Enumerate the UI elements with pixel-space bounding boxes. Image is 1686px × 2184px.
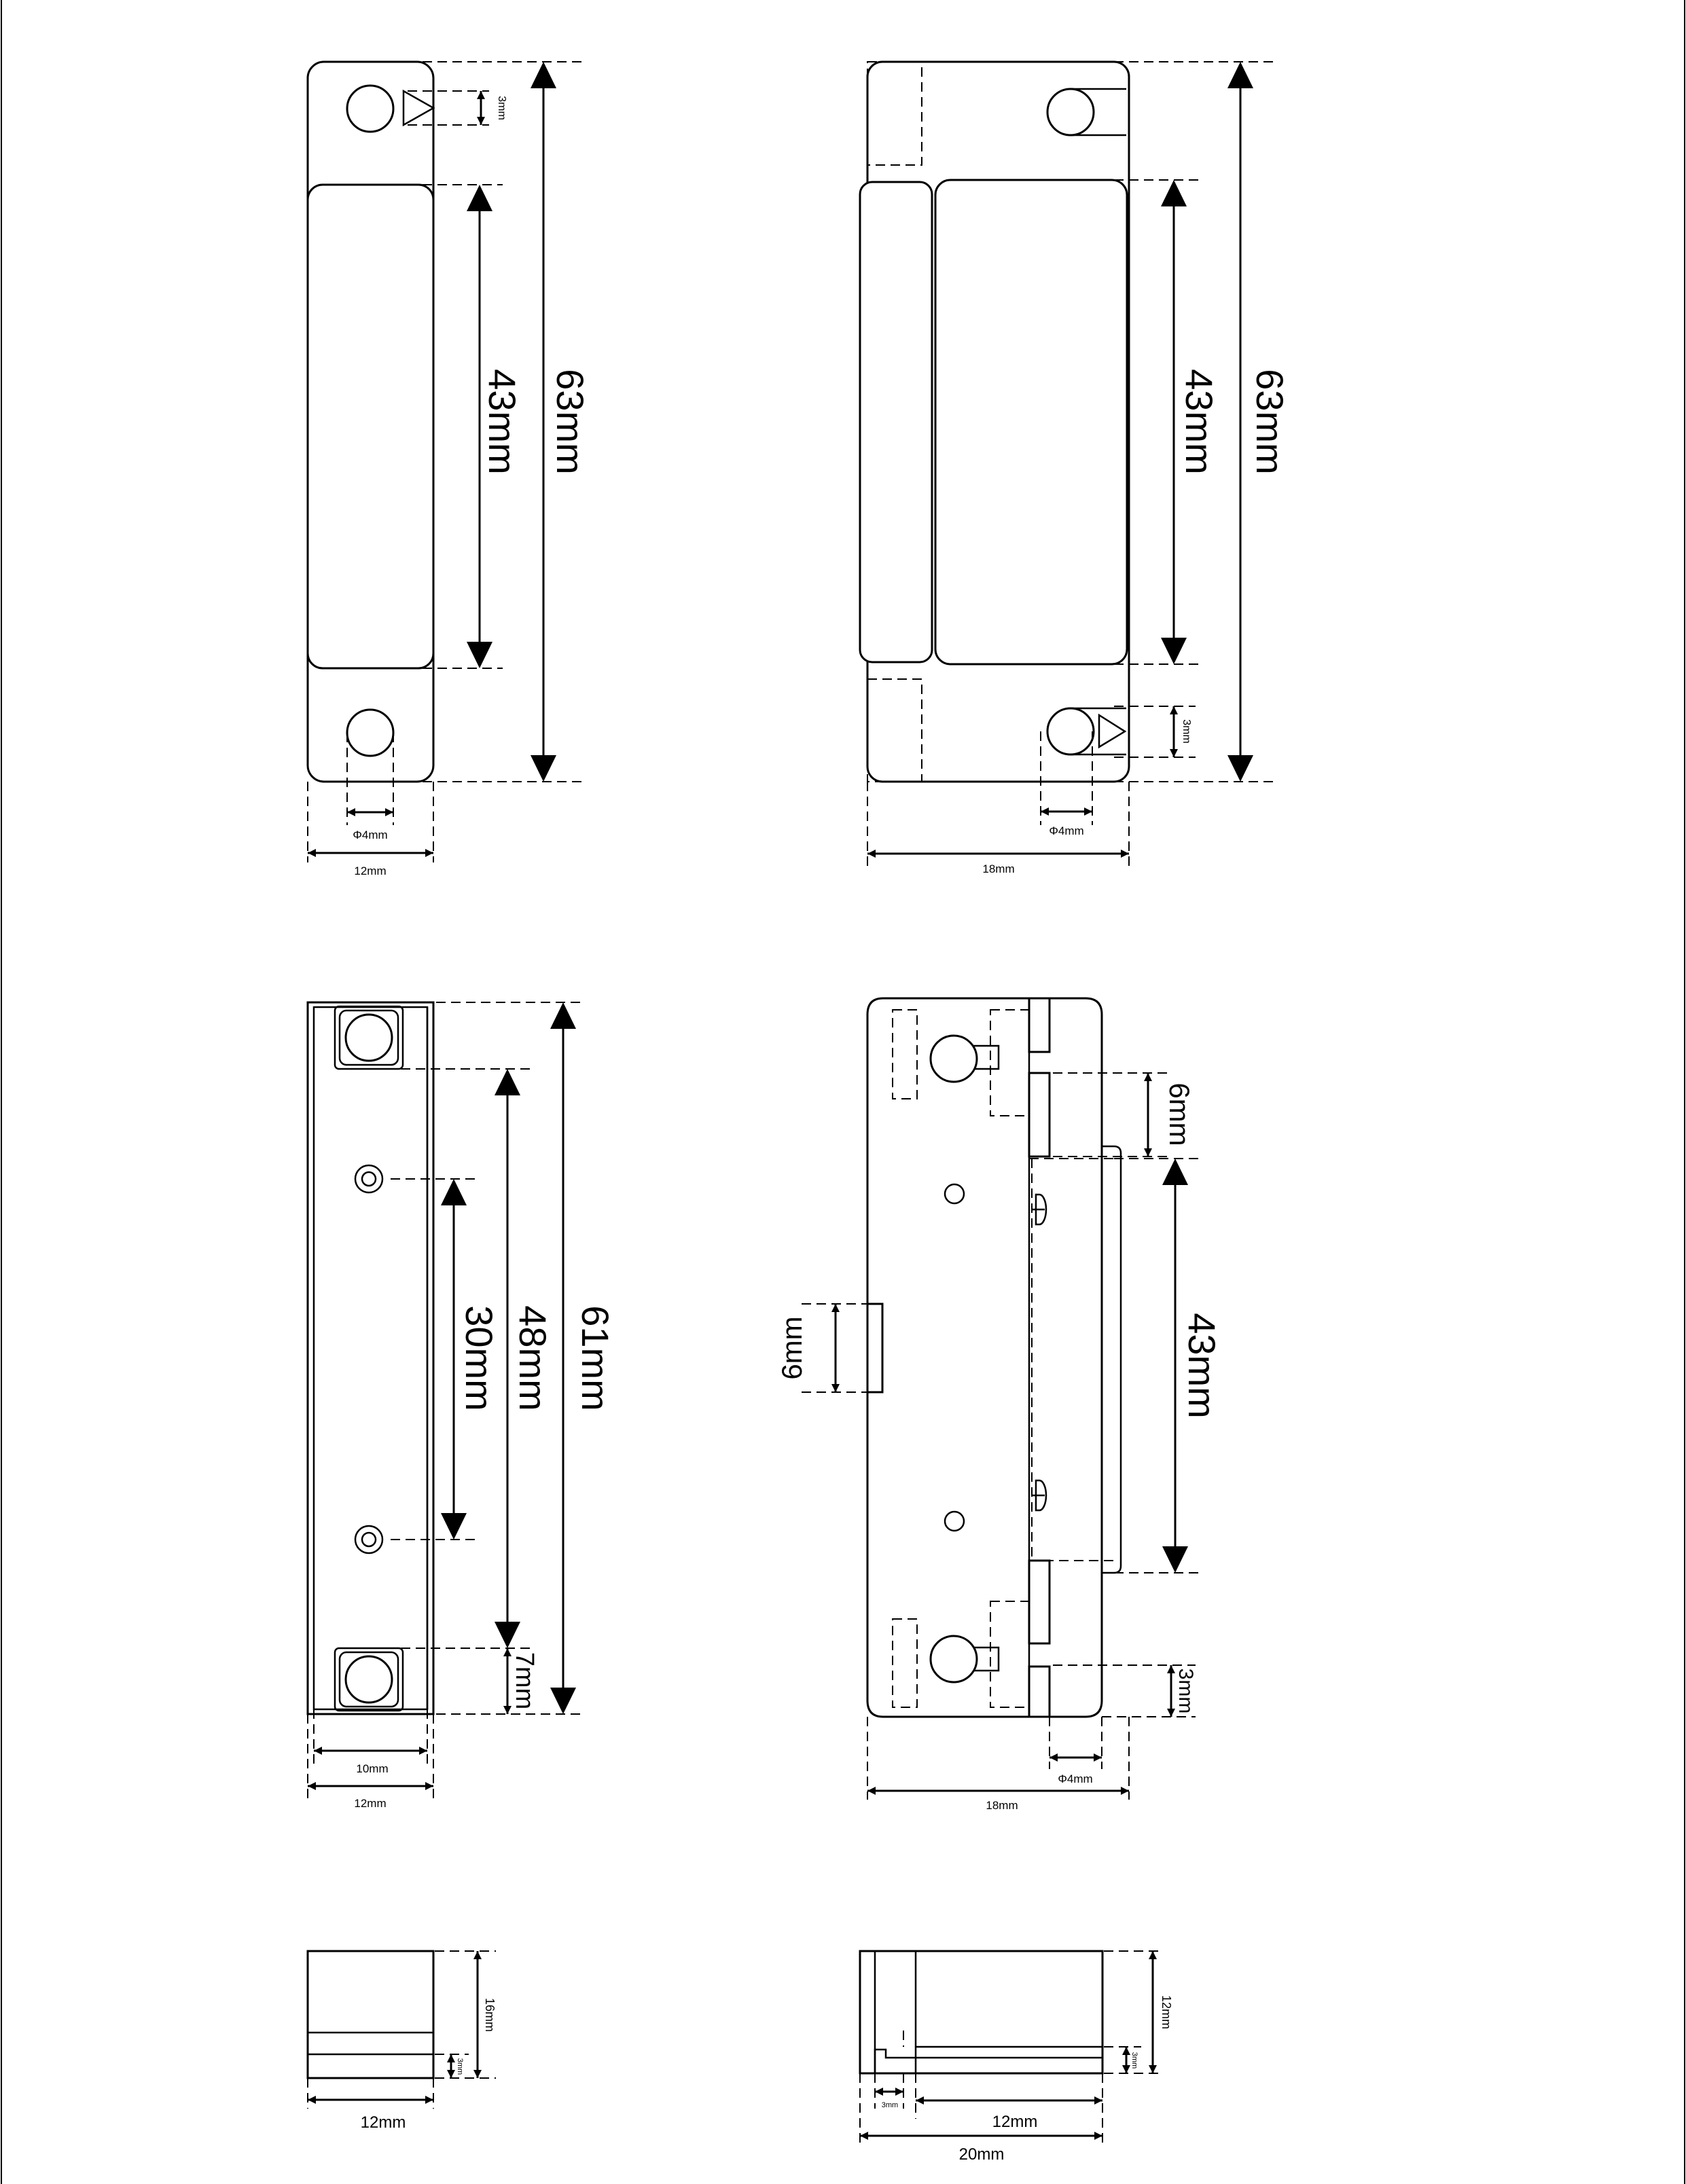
- screw-hole-bottom: [344, 1655, 393, 1704]
- dim-inner-width: 12mm: [992, 2113, 1038, 2131]
- window-panel: [934, 179, 1128, 666]
- dim-total-height: 61mm: [574, 1305, 617, 1411]
- dim-hole-diameter: Φ4mm: [1049, 824, 1083, 837]
- dim-step-width: 3mm: [882, 2101, 898, 2109]
- dim-total-height: 63mm: [549, 369, 592, 475]
- dim-tab-height: 3mm: [456, 2058, 464, 2075]
- dim-inner-width: 10mm: [356, 1762, 388, 1775]
- triangle-marker-icon: [1098, 713, 1127, 749]
- dim-pin-spacing: 30mm: [458, 1305, 501, 1411]
- dim-window-height: 43mm: [1181, 1313, 1223, 1419]
- dim-width: 12mm: [354, 1797, 386, 1810]
- side-panel: [859, 181, 933, 663]
- view-middle-left: 61mm 48mm 30mm 7mm 10mm 12mm: [306, 1001, 617, 1810]
- window-panel: [306, 183, 435, 670]
- mount-hole-top: [346, 84, 395, 133]
- view-bottom-right: 12mm 3mm 3mm 12mm 20mm: [859, 1950, 1173, 2164]
- pin-top: [354, 1164, 384, 1194]
- tab-block-bottom-2: [1028, 1665, 1051, 1718]
- dim-height: 12mm: [1160, 1995, 1173, 2029]
- dim-bottom-offset: 7mm: [510, 1652, 539, 1709]
- triangle-marker-icon: [402, 89, 435, 127]
- body-outline: [866, 997, 1103, 1718]
- pin-bottom: [354, 1525, 384, 1554]
- mount-hole-bottom: [1046, 707, 1095, 756]
- dim-tab-offset: 3mm: [1181, 719, 1192, 744]
- tab-block-top-2: [1028, 1072, 1051, 1158]
- small-hole-bottom: [944, 1510, 965, 1532]
- tab-block-top-1: [1028, 997, 1051, 1053]
- screw-hole-top: [344, 1013, 393, 1062]
- dim-hole-diameter: Φ4mm: [1058, 1772, 1092, 1785]
- dim-width: 18mm: [986, 1799, 1018, 1812]
- mount-hole-top: [1046, 88, 1095, 136]
- view-bottom-left: 16mm 3mm 12mm: [306, 1950, 497, 2132]
- dim-height: 16mm: [483, 1998, 497, 2032]
- screw-head-top: [1035, 1193, 1047, 1226]
- dim-width: 12mm: [354, 864, 386, 877]
- body-outline: [306, 1950, 435, 2079]
- dim-inner-height: 48mm: [512, 1305, 554, 1411]
- dim-window-height: 43mm: [1178, 369, 1221, 475]
- screw-pocket-top: [334, 1005, 404, 1070]
- tab-block-bottom-1: [1028, 1559, 1051, 1645]
- dim-tab-height: 3mm: [1130, 2052, 1138, 2069]
- dim-side-tab-height: 6mm: [776, 1316, 808, 1379]
- mount-boss-bottom: [929, 1635, 978, 1684]
- mount-boss-top: [929, 1034, 978, 1083]
- mount-hole-bottom: [346, 708, 395, 757]
- view-top-left: 63mm 43mm 3mm Φ4mm 12mm: [306, 60, 592, 877]
- body-outline: [859, 1950, 1104, 2075]
- dim-tab-offset: 3mm: [496, 96, 507, 120]
- body-outline: [306, 1001, 435, 1715]
- dim-hole-diameter: Φ4mm: [353, 829, 387, 841]
- dim-slot-height: 6mm: [1164, 1082, 1196, 1146]
- side-tab: [866, 1303, 884, 1394]
- dim-width: 18mm: [982, 862, 1014, 875]
- view-middle-right: 6mm 6mm 43mm 3mm Φ4mm 18mm: [776, 997, 1223, 1812]
- small-hole-top: [944, 1183, 965, 1205]
- dim-window-height: 43mm: [481, 369, 524, 475]
- dim-total-height: 63mm: [1249, 369, 1291, 475]
- screw-pocket-bottom: [334, 1647, 404, 1712]
- screw-head-bottom: [1035, 1479, 1047, 1512]
- dim-width: 12mm: [361, 2113, 406, 2132]
- dim-width: 20mm: [959, 2145, 1005, 2164]
- dim-tab-offset: 3mm: [1174, 1669, 1197, 1714]
- view-top-right: 63mm 43mm 3mm Φ4mm 18mm: [859, 60, 1291, 875]
